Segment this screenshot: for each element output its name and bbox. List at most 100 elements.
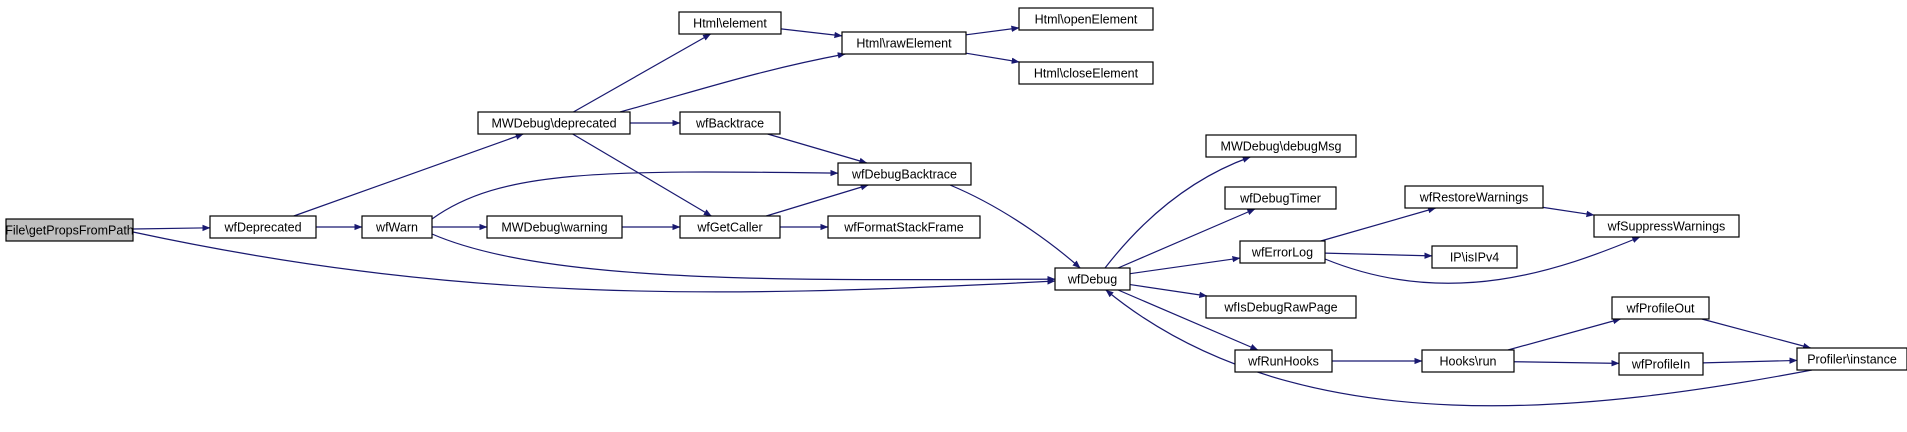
edge-wfErrorLog-to-wfSuppressWarnings <box>1324 236 1641 284</box>
node-wfBacktrace[interactable]: wfBacktrace <box>679 111 781 135</box>
node-box <box>1205 295 1357 319</box>
node-label: wfDebugTimer <box>1239 192 1321 206</box>
node-mwDeprecated[interactable]: MWDebug\deprecated <box>477 111 631 135</box>
edge-mwDeprecated-to-wfGetCaller <box>572 133 712 217</box>
edge-wfErrorLog-to-ipIsIPv4 <box>1324 252 1433 259</box>
node-box <box>1421 349 1515 373</box>
node-box <box>5 218 134 242</box>
edge-profilerInstance-to-wfDebug <box>1105 289 1813 407</box>
edge-wfProfileOut-to-profilerInstance <box>1701 318 1812 350</box>
node-label: wfGetCaller <box>696 221 762 235</box>
node-box <box>1205 134 1357 158</box>
node-label: File\getPropsFromPath <box>5 224 134 238</box>
node-ipIsIPv4[interactable]: IP\isIPv4 <box>1431 245 1518 269</box>
node-box <box>841 31 967 55</box>
node-wfRunHooks[interactable]: wfRunHooks <box>1234 349 1333 373</box>
node-hooksRun[interactable]: Hooks\run <box>1421 349 1515 373</box>
node-label: wfIsDebugRawPage <box>1223 301 1337 315</box>
node-label: wfBacktrace <box>695 117 764 131</box>
edge-wfDebugBacktrace-to-wfDebug <box>949 184 1081 269</box>
node-box <box>1234 349 1333 373</box>
node-label: wfSuppressWarnings <box>1607 220 1726 234</box>
node-label: wfRunHooks <box>1247 355 1319 369</box>
node-label: MWDebug\debugMsg <box>1221 140 1342 154</box>
node-label: wfFormatStackFrame <box>843 221 964 235</box>
node-box <box>827 215 981 239</box>
node-getPropsFromPath[interactable]: File\getPropsFromPath <box>5 218 134 242</box>
node-wfSuppressWarnings[interactable]: wfSuppressWarnings <box>1593 214 1740 238</box>
edge-wfDeprecated-to-mwDeprecated <box>293 133 524 217</box>
node-label: wfProfileIn <box>1631 358 1690 372</box>
node-wfDebugTimer[interactable]: wfDebugTimer <box>1224 186 1337 210</box>
edge-wfDebug-to-wfErrorLog <box>1129 255 1241 275</box>
node-box <box>1224 186 1337 210</box>
edge-mwDeprecated-to-htmlRawElement <box>619 52 846 113</box>
node-box <box>1018 61 1154 85</box>
node-label: Profiler\instance <box>1807 353 1897 367</box>
edge-wfWarn-to-wfDebug <box>431 233 1056 283</box>
node-htmlElement[interactable]: Html\element <box>678 11 782 35</box>
node-label: wfProfileOut <box>1625 302 1695 316</box>
node-wfProfileOut[interactable]: wfProfileOut <box>1611 296 1710 320</box>
node-box <box>1431 245 1518 269</box>
edge-wfBacktrace-to-wfDebugBacktrace <box>767 133 868 164</box>
node-box <box>1593 214 1740 238</box>
node-box <box>1611 296 1710 320</box>
node-wfDebug[interactable]: wfDebug <box>1054 267 1131 291</box>
node-wfProfileIn[interactable]: wfProfileIn <box>1618 352 1704 376</box>
edge-hooksRun-to-wfProfileIn <box>1513 360 1620 367</box>
node-label: MWDebug\deprecated <box>491 117 616 131</box>
node-wfDeprecated[interactable]: wfDeprecated <box>209 215 317 239</box>
node-htmlCloseElement[interactable]: Html\closeElement <box>1018 61 1154 85</box>
node-box <box>477 111 631 135</box>
node-box <box>361 215 433 239</box>
node-label: wfErrorLog <box>1251 246 1313 260</box>
node-wfFormatStackFrame[interactable]: wfFormatStackFrame <box>827 215 981 239</box>
node-box <box>679 111 781 135</box>
node-profilerInstance[interactable]: Profiler\instance <box>1796 347 1907 371</box>
edge-htmlElement-to-htmlRawElement <box>780 28 843 39</box>
node-htmlRawElement[interactable]: Html\rawElement <box>841 31 967 55</box>
node-box <box>1239 240 1326 264</box>
node-label: Html\openElement <box>1035 13 1138 27</box>
node-wfWarn[interactable]: wfWarn <box>361 215 433 239</box>
node-label: wfRestoreWarnings <box>1419 191 1529 205</box>
node-box <box>1054 267 1131 291</box>
node-box <box>486 215 623 239</box>
node-label: wfDebug <box>1067 273 1117 287</box>
edge-wfDebug-to-wfRunHooks <box>1117 289 1259 351</box>
node-label: Html\rawElement <box>856 37 952 51</box>
node-wfGetCaller[interactable]: wfGetCaller <box>679 215 781 239</box>
node-box <box>679 215 781 239</box>
nodes-layer: File\getPropsFromPath wfDeprecated MWDebug… <box>5 7 1907 376</box>
node-label: Hooks\run <box>1440 355 1497 369</box>
node-box <box>1618 352 1704 376</box>
edge-wfErrorLog-to-wfRestoreWarnings <box>1320 207 1437 242</box>
edge-wfGetCaller-to-wfDebugBacktrace <box>766 184 869 217</box>
node-mwDebugMsg[interactable]: MWDebug\debugMsg <box>1205 134 1357 158</box>
node-mwWarning[interactable]: MWDebug\warning <box>486 215 623 239</box>
edge-wfDebug-to-mwDebugMsg <box>1104 156 1251 269</box>
edge-wfDebug-to-wfIsDebugRawPage <box>1129 283 1208 299</box>
node-wfIsDebugRawPage[interactable]: wfIsDebugRawPage <box>1205 295 1357 319</box>
node-box <box>1018 7 1154 31</box>
node-label: wfWarn <box>375 221 418 235</box>
node-label: Html\closeElement <box>1034 67 1139 81</box>
node-box <box>209 215 317 239</box>
node-label: Html\element <box>693 17 767 31</box>
edge-wfDebug-to-wfDebugTimer <box>1117 208 1256 269</box>
node-box <box>1796 347 1907 371</box>
node-box <box>678 11 782 35</box>
edge-wfWarn-to-wfDebugBacktrace <box>431 169 839 220</box>
node-wfRestoreWarnings[interactable]: wfRestoreWarnings <box>1404 185 1544 209</box>
edge-getPropsFromPath-to-wfDeprecated <box>132 224 211 232</box>
node-label: MWDebug\warning <box>501 221 607 235</box>
node-wfErrorLog[interactable]: wfErrorLog <box>1239 240 1326 264</box>
node-htmlOpenElement[interactable]: Html\openElement <box>1018 7 1154 31</box>
edges-layer <box>132 25 1813 407</box>
edge-htmlRawElement-to-htmlCloseElement <box>965 52 1020 64</box>
node-label: IP\isIPv4 <box>1450 251 1499 265</box>
edge-mwDeprecated-to-htmlElement <box>573 33 711 113</box>
node-wfDebugBacktrace[interactable]: wfDebugBacktrace <box>837 162 972 186</box>
